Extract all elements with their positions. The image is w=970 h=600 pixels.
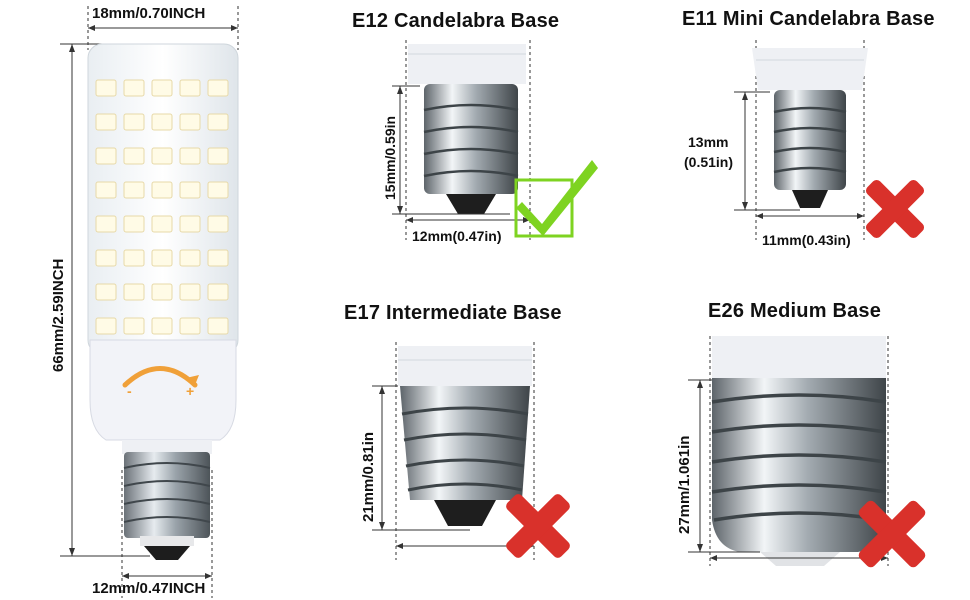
led-chip [95, 283, 117, 301]
led-chip [207, 215, 229, 233]
led-chip [123, 113, 145, 131]
led-chip [123, 147, 145, 165]
led-chip [151, 283, 173, 301]
led-chip [95, 147, 117, 165]
cross-icon-shape [865, 179, 925, 239]
led-chip [151, 147, 173, 165]
panel-title: E26 Medium Base [708, 300, 882, 322]
led-chip [123, 215, 145, 233]
led-chip [179, 249, 201, 267]
led-chip [207, 79, 229, 97]
e26-height-label: 27mm/1.061in [676, 435, 693, 534]
led-chip [123, 249, 145, 267]
bulb-width-label: 18mm/0.70INCH [92, 5, 206, 22]
led-chip [207, 147, 229, 165]
led-chip [95, 79, 117, 97]
panel-title: E12 Candelabra Base [352, 10, 560, 32]
led-chip [95, 317, 117, 335]
led-chip [95, 215, 117, 233]
led-chip [179, 215, 201, 233]
e11-width-label: 11mm(0.43in) [762, 232, 851, 248]
led-chip [179, 147, 201, 165]
led-chip [151, 249, 173, 267]
led-chip [95, 249, 117, 267]
e11-height-label-line1: 13mm [688, 134, 729, 150]
dimmer-plus-symbol: + [186, 383, 195, 399]
e11-height-label-line2: (0.51in) [684, 154, 734, 170]
panel-title: E17 Intermediate Base [344, 302, 562, 324]
led-chip [179, 113, 201, 131]
led-chip [179, 317, 201, 335]
led-chip [95, 113, 117, 131]
led-chip [179, 283, 201, 301]
bulb-base-width-label: 12mm/0.47INCH [92, 580, 206, 597]
led-chip [179, 79, 201, 97]
led-chip [95, 181, 117, 199]
led-chip [151, 181, 173, 199]
led-chip [207, 283, 229, 301]
led-chip [179, 181, 201, 199]
e12-width-label: 12mm(0.47in) [412, 228, 502, 244]
led-chip [123, 181, 145, 199]
led-chip [151, 113, 173, 131]
panel-title: E11 Mini Candelabra Base [682, 8, 935, 30]
led-chip [123, 79, 145, 97]
led-chip [207, 181, 229, 199]
led-chip [151, 317, 173, 335]
led-chip [207, 113, 229, 131]
cross-icon [856, 498, 928, 570]
led-chip [207, 317, 229, 335]
led-chip [123, 283, 145, 301]
led-chip [207, 249, 229, 267]
led-chip [151, 79, 173, 97]
dimmer-minus-symbol: - [127, 383, 132, 399]
led-chip [151, 215, 173, 233]
led-chip [123, 317, 145, 335]
